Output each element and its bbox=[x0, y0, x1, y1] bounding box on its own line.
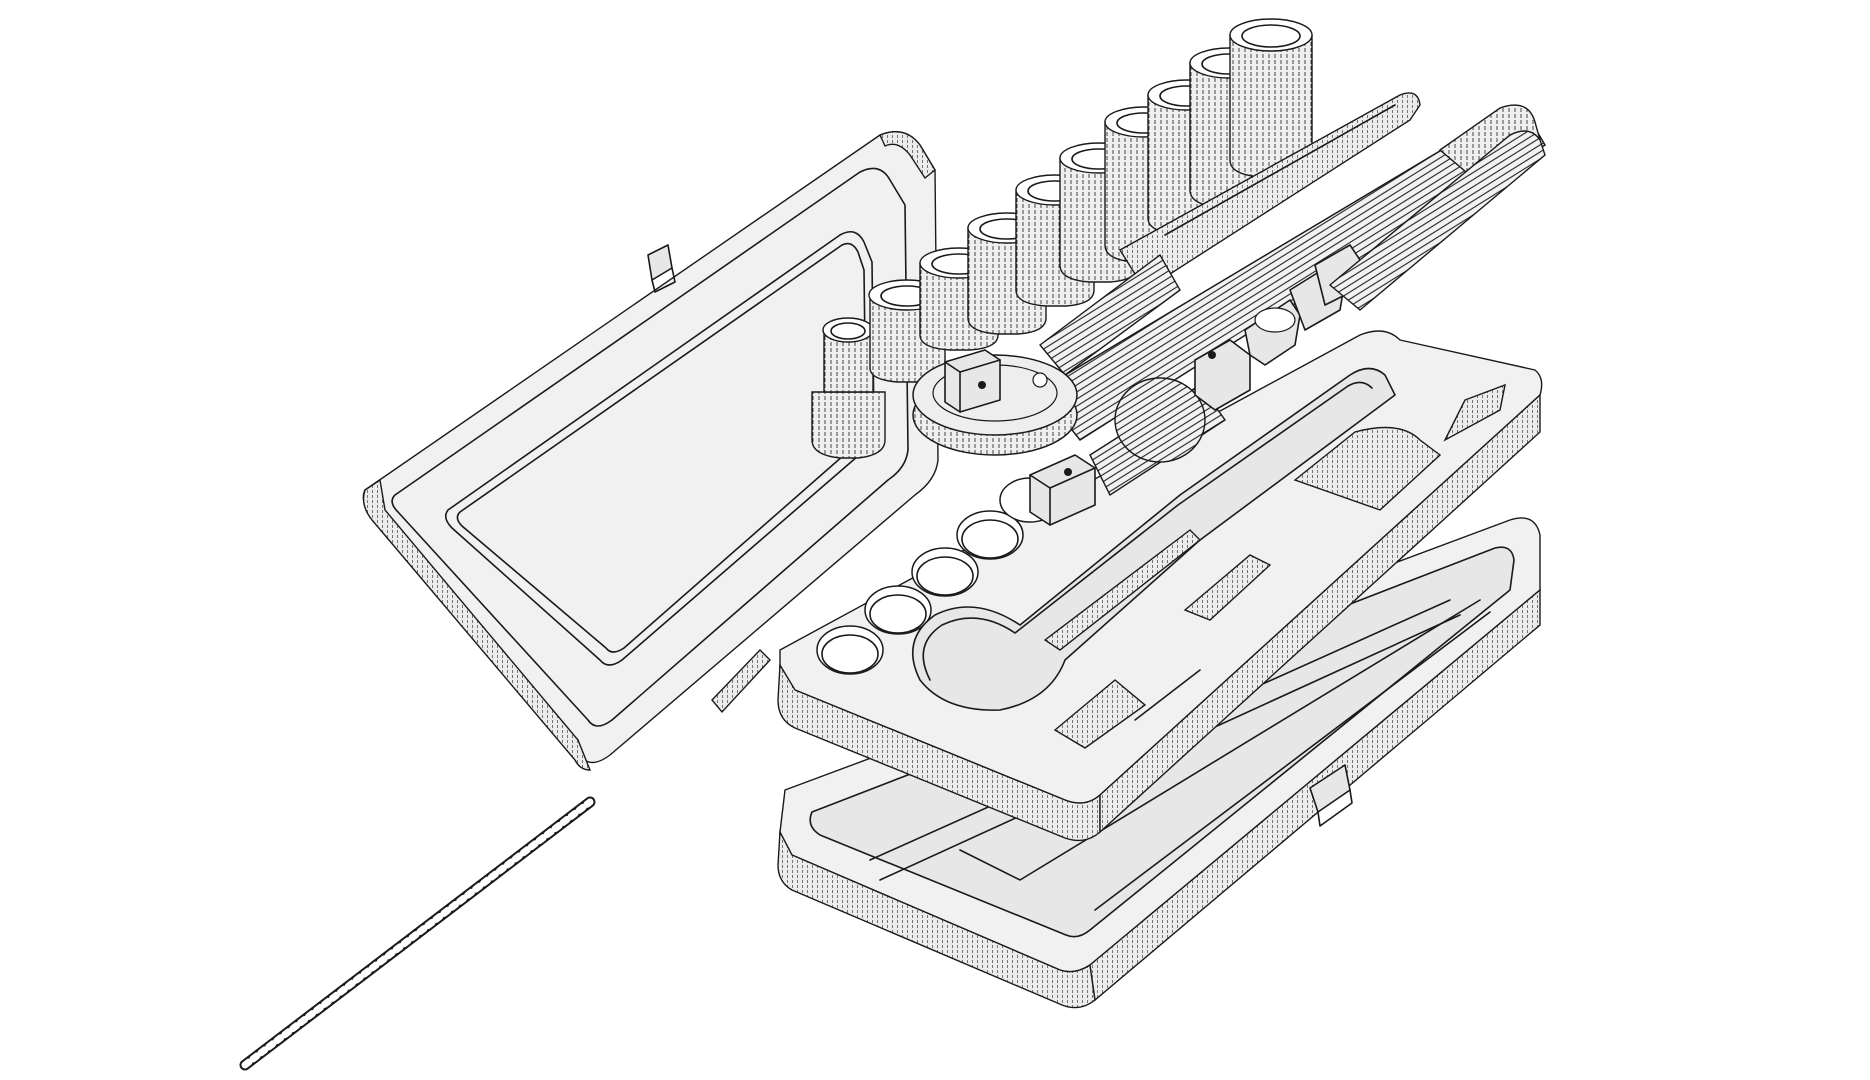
extension-with-universal-joint bbox=[1029, 130, 1546, 526]
drive-adapter bbox=[1029, 454, 1096, 526]
square-drive bbox=[944, 349, 1001, 413]
ujoint-pocket bbox=[1183, 554, 1272, 621]
lid-hinge bbox=[711, 648, 771, 714]
ratchet bbox=[912, 104, 1547, 456]
pocket-2 bbox=[864, 585, 932, 635]
hinge-pin bbox=[239, 796, 596, 1071]
socket-1 bbox=[811, 317, 886, 459]
extension-bar bbox=[1038, 92, 1421, 376]
pocket-3 bbox=[911, 547, 979, 597]
case-lid bbox=[362, 131, 939, 771]
tray-round-pockets bbox=[816, 477, 1061, 675]
universal-joint bbox=[1194, 339, 1251, 411]
lid-latch bbox=[647, 244, 673, 281]
ratchet-cavity bbox=[911, 367, 1396, 711]
socket-tray bbox=[777, 330, 1543, 842]
adapter-pocket bbox=[1053, 679, 1147, 749]
pocket-1 bbox=[816, 625, 884, 675]
ratchet-release-button bbox=[1032, 372, 1048, 388]
extension-pocket bbox=[1293, 426, 1442, 511]
